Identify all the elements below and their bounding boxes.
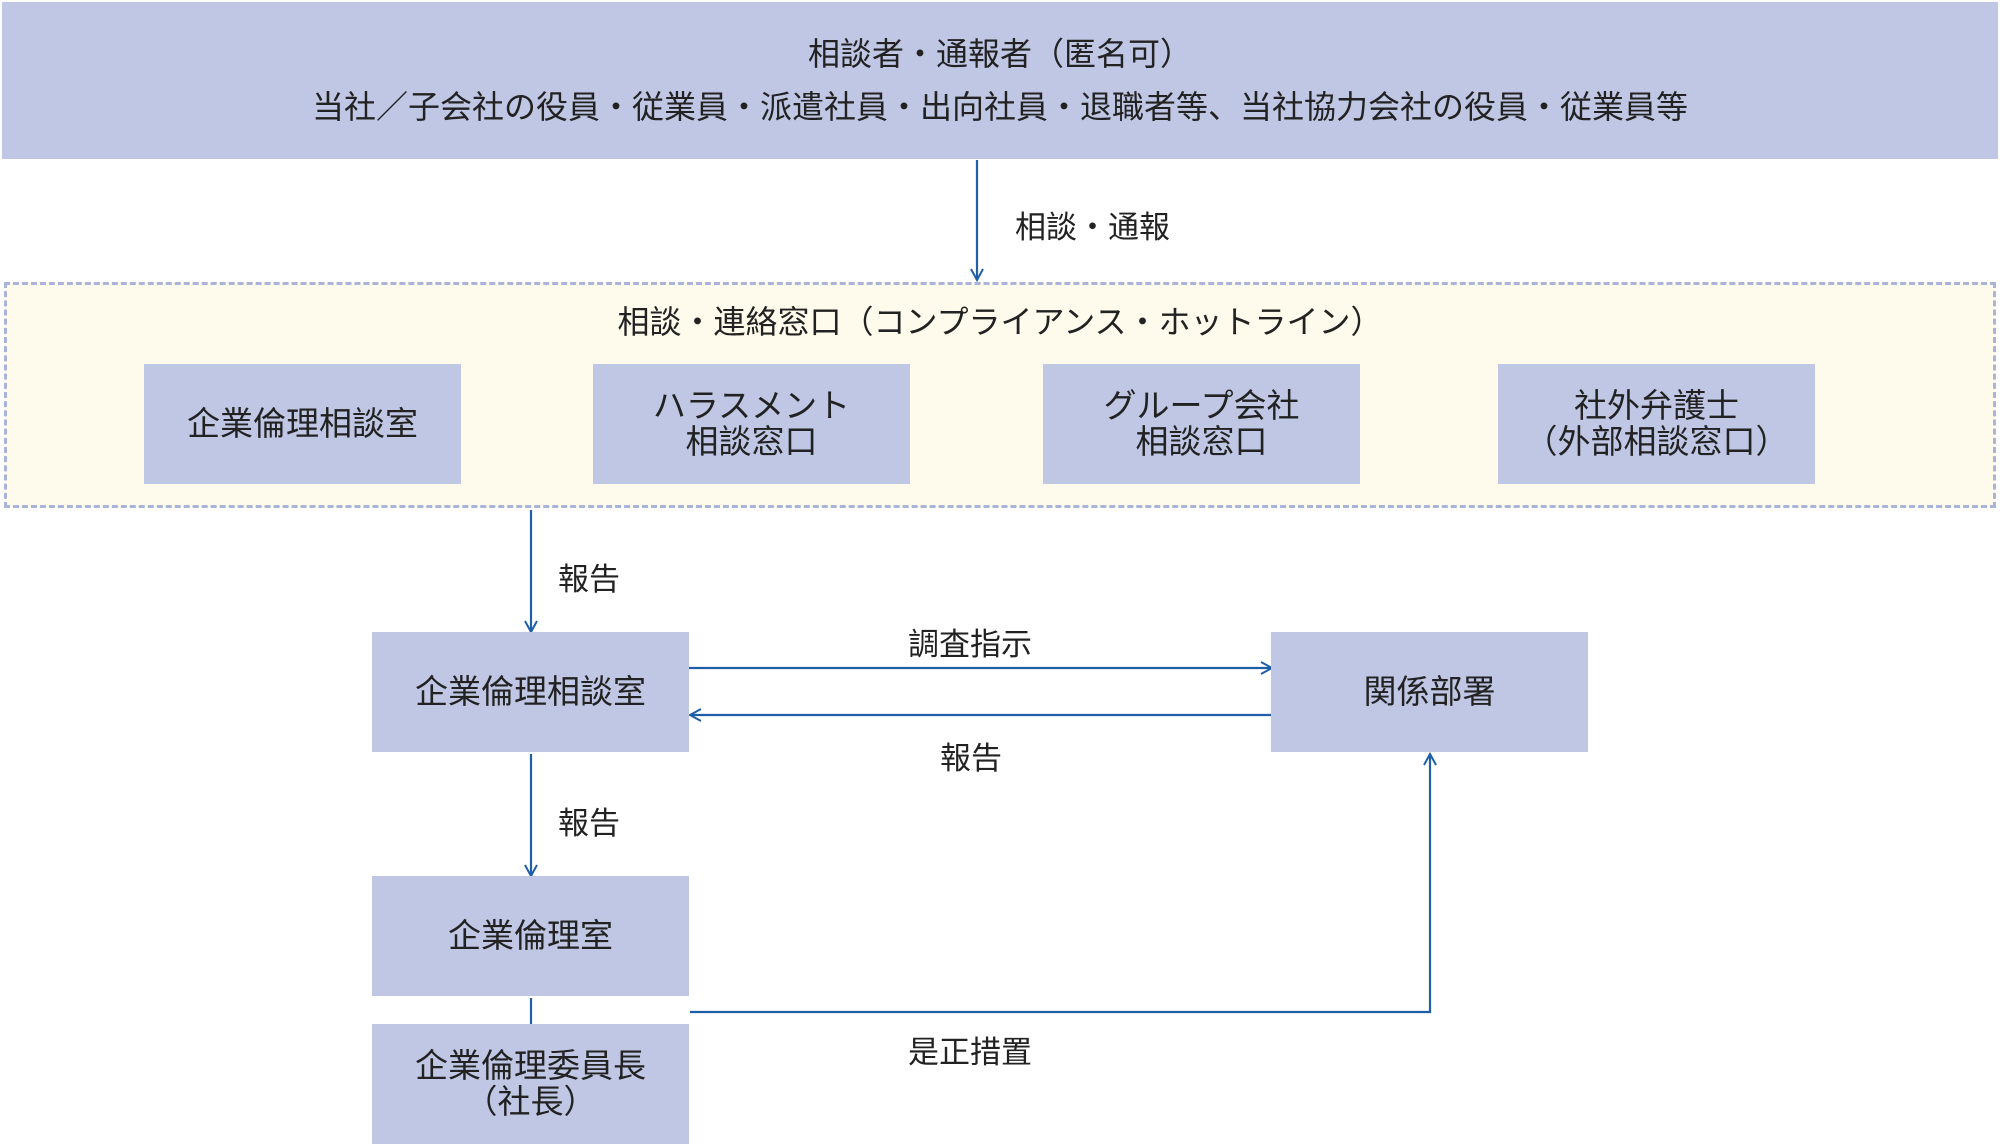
contact-window-title: 相談・連絡窓口（コンプライアンス・ホットライン） <box>617 303 1383 341</box>
node-ethics-committee-line1: 企業倫理委員長 <box>415 1046 646 1086</box>
label-report-back: 報告 <box>940 741 1002 777</box>
reporter-subtitle: 当社／子会社の役員・従業員・派遣社員・出向社員・退職者等、当社協力会社の役員・従… <box>311 87 1688 126</box>
node-ethics-office-label: 企業倫理室 <box>448 916 613 956</box>
window-group-company-line1: グループ会社 <box>1103 386 1300 426</box>
label-report-2: 報告 <box>558 806 620 842</box>
reporter-title: 相談者・通報者（匿名可） <box>807 35 1192 74</box>
window-group-company: グループ会社 相談窓口 <box>1043 364 1360 484</box>
window-harassment-line1: ハラスメント <box>652 386 851 426</box>
label-report-1: 報告 <box>558 562 620 598</box>
node-ethics-committee: 企業倫理委員長 （社長） <box>372 1024 689 1144</box>
node-ethics-consult-label: 企業倫理相談室 <box>415 672 646 712</box>
label-correction: 是正措置 <box>908 1035 1032 1071</box>
node-related-dept-label: 関係部署 <box>1363 672 1496 712</box>
arrow-correction <box>690 751 1437 1014</box>
node-ethics-consult: 企業倫理相談室 <box>372 632 689 752</box>
window-group-company-line2: 相談窓口 <box>1135 422 1268 461</box>
label-instruct: 調査指示 <box>908 627 1032 663</box>
node-ethics-office: 企業倫理室 <box>372 876 689 996</box>
window-external-lawyer-line2: （外部相談窓口） <box>1524 422 1789 461</box>
window-external-lawyer-line1: 社外弁護士 <box>1574 386 1739 426</box>
node-related-dept: 関係部署 <box>1271 632 1588 752</box>
window-external-lawyer: 社外弁護士 （外部相談窓口） <box>1498 364 1815 484</box>
window-ethics-consult: 企業倫理相談室 <box>144 364 461 484</box>
label-consult-report: 相談・通報 <box>1015 210 1170 246</box>
window-harassment-line2: 相談窓口 <box>685 422 818 461</box>
reporter-box: 相談者・通報者（匿名可） 当社／子会社の役員・従業員・派遣社員・出向社員・退職者… <box>2 2 1998 159</box>
window-harassment: ハラスメント 相談窓口 <box>593 364 910 484</box>
node-ethics-committee-line2: （社長） <box>464 1082 597 1121</box>
window-ethics-consult-label: 企業倫理相談室 <box>187 404 418 444</box>
